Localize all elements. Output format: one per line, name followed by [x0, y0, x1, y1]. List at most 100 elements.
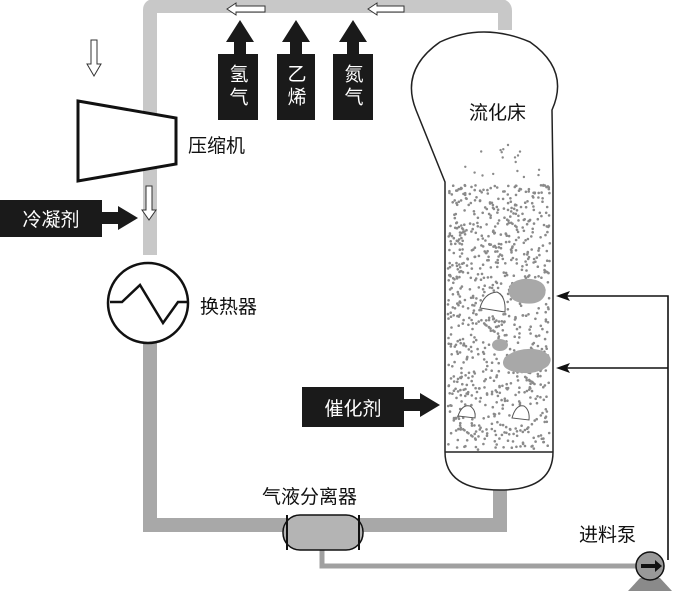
feed-line [560, 295, 669, 560]
particle [467, 323, 470, 327]
particle [470, 249, 474, 252]
particle [526, 200, 529, 203]
particle [513, 156, 517, 159]
particle [506, 300, 510, 304]
particle [457, 427, 460, 431]
particle [514, 160, 517, 164]
particle [485, 251, 488, 255]
particle [496, 394, 500, 398]
particle [460, 367, 463, 370]
particle [493, 244, 497, 248]
particle [537, 247, 541, 250]
particle [493, 440, 497, 443]
particle [446, 312, 450, 316]
particle [546, 281, 550, 284]
particle [485, 207, 489, 211]
particle [495, 374, 499, 377]
particle [537, 173, 540, 177]
particle [509, 382, 513, 385]
particle [449, 431, 453, 435]
particle [493, 353, 496, 356]
particle [503, 399, 507, 403]
particle [465, 264, 469, 267]
particle [537, 275, 540, 278]
particle [498, 391, 502, 395]
particle [541, 411, 544, 415]
particle [482, 417, 486, 420]
heat-exchanger-label: 换热器 [200, 296, 258, 318]
particle [525, 427, 529, 431]
particle [540, 214, 543, 218]
feed-pump-icon [628, 551, 672, 591]
particle [506, 208, 510, 212]
particle [523, 218, 526, 221]
particle [540, 191, 543, 194]
particle [488, 286, 492, 289]
particle [477, 352, 480, 356]
particle [503, 216, 506, 219]
particle [522, 175, 526, 179]
particle [487, 325, 491, 329]
particle [513, 335, 516, 339]
particle [464, 394, 467, 398]
particle [484, 368, 488, 371]
particle [539, 374, 542, 378]
particle [479, 299, 483, 302]
particle [547, 214, 551, 217]
particle [462, 361, 465, 364]
particle [488, 243, 492, 246]
particle [537, 334, 541, 337]
particle [501, 197, 505, 201]
particle [509, 215, 512, 218]
particle [495, 401, 499, 404]
particle [532, 205, 535, 208]
particle [523, 391, 526, 394]
particle [497, 335, 501, 338]
particle [507, 234, 511, 238]
particle [527, 430, 530, 434]
particle [545, 395, 548, 399]
particle [486, 259, 489, 262]
particle [474, 231, 478, 235]
particle [497, 219, 501, 222]
particle [525, 263, 528, 267]
particle [482, 442, 485, 446]
particle [524, 190, 528, 194]
particle [447, 279, 451, 282]
particle [506, 223, 509, 226]
particle [479, 278, 483, 282]
particle [499, 423, 502, 427]
particle [460, 227, 464, 230]
particle [473, 432, 477, 436]
particle [511, 245, 514, 248]
particle [450, 193, 454, 196]
particle [453, 345, 457, 348]
particle [461, 239, 465, 243]
particle [451, 293, 455, 296]
particle [484, 319, 488, 322]
particle [503, 274, 507, 278]
particle [505, 333, 508, 337]
particle [447, 317, 450, 320]
particle [510, 258, 513, 262]
particle [490, 392, 494, 396]
particle [448, 273, 452, 277]
particle [447, 336, 450, 340]
particle [463, 298, 467, 302]
particle [458, 275, 461, 279]
particle [472, 370, 476, 374]
particle [474, 445, 478, 449]
particle [519, 304, 523, 308]
particle [475, 196, 478, 199]
particle [520, 268, 524, 272]
particle [496, 222, 500, 225]
particle [452, 251, 456, 255]
particle [529, 396, 532, 399]
particle [496, 286, 500, 290]
particle [468, 222, 472, 225]
particle [450, 234, 454, 238]
catalyst-particles [446, 143, 552, 451]
particle [508, 347, 512, 351]
particle [501, 156, 504, 159]
particle [466, 257, 469, 261]
